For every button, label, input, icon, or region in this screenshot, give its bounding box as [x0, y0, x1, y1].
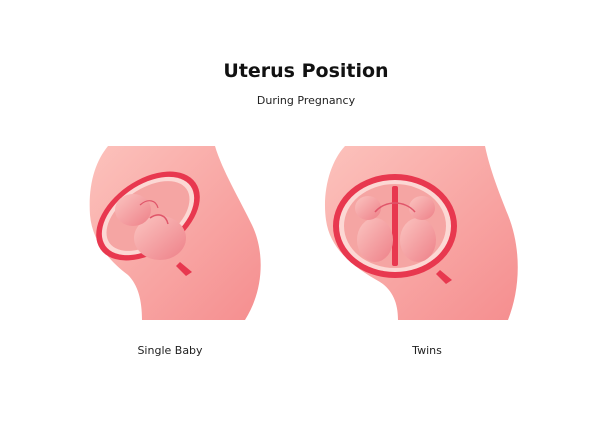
page-subtitle: During Pregnancy [256, 94, 356, 107]
single-cervix [176, 262, 192, 276]
twins-uterus [333, 174, 457, 278]
twins-cervix [436, 270, 452, 284]
page-title: Uterus Position [223, 60, 389, 82]
label-single-baby: Single Baby [137, 344, 203, 357]
twin-fetus-right [400, 196, 436, 262]
twin-fetus-left [355, 196, 393, 262]
single-baby-illustration [89, 146, 261, 320]
twins-umbilical [374, 202, 416, 213]
single-fetus [115, 194, 186, 260]
twins-illustration [324, 146, 518, 320]
label-twins: Twins [412, 344, 442, 357]
